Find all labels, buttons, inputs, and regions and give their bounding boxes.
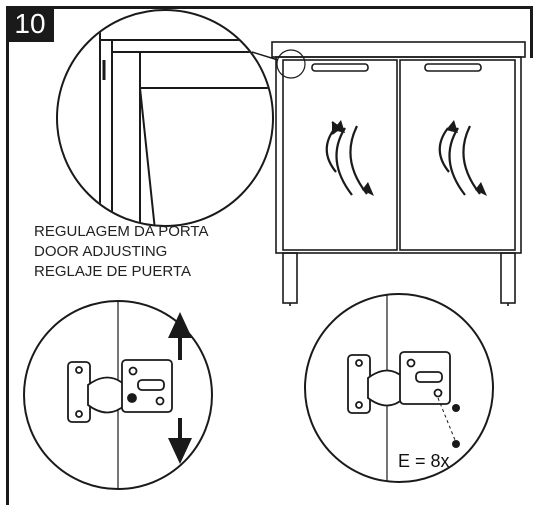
double-curved-arrow-icon (325, 120, 374, 196)
up-arrow-icon (168, 312, 192, 360)
frame-left-rule (6, 42, 9, 505)
cabinet-drawing (271, 41, 526, 306)
hinge-adjust-zoom (23, 300, 213, 490)
hinge-icon-2 (347, 351, 451, 414)
frame-right-rule (530, 6, 533, 58)
caption-english: DOOR ADJUSTING (34, 243, 168, 260)
screw-icon (452, 404, 460, 448)
hinge-icon (67, 359, 173, 423)
double-curved-arrow-icon-2 (438, 120, 487, 196)
caption-spanish: REGLAJE DE PUERTA (34, 263, 191, 280)
screw-quantity-label: E = 8x (398, 451, 450, 471)
down-arrow-icon (168, 418, 192, 464)
hinge-screws-zoom (304, 293, 494, 483)
step-number-badge: 10 (6, 6, 54, 42)
door-adjusting-caption: REGULAGEM DA PORTA DOOR ADJUSTING REGLAJ… (34, 222, 209, 282)
frame-top-rule (54, 6, 533, 9)
corner-detail-zoom (56, 9, 279, 227)
caption-portuguese: REGULAGEM DA PORTA (34, 223, 209, 240)
